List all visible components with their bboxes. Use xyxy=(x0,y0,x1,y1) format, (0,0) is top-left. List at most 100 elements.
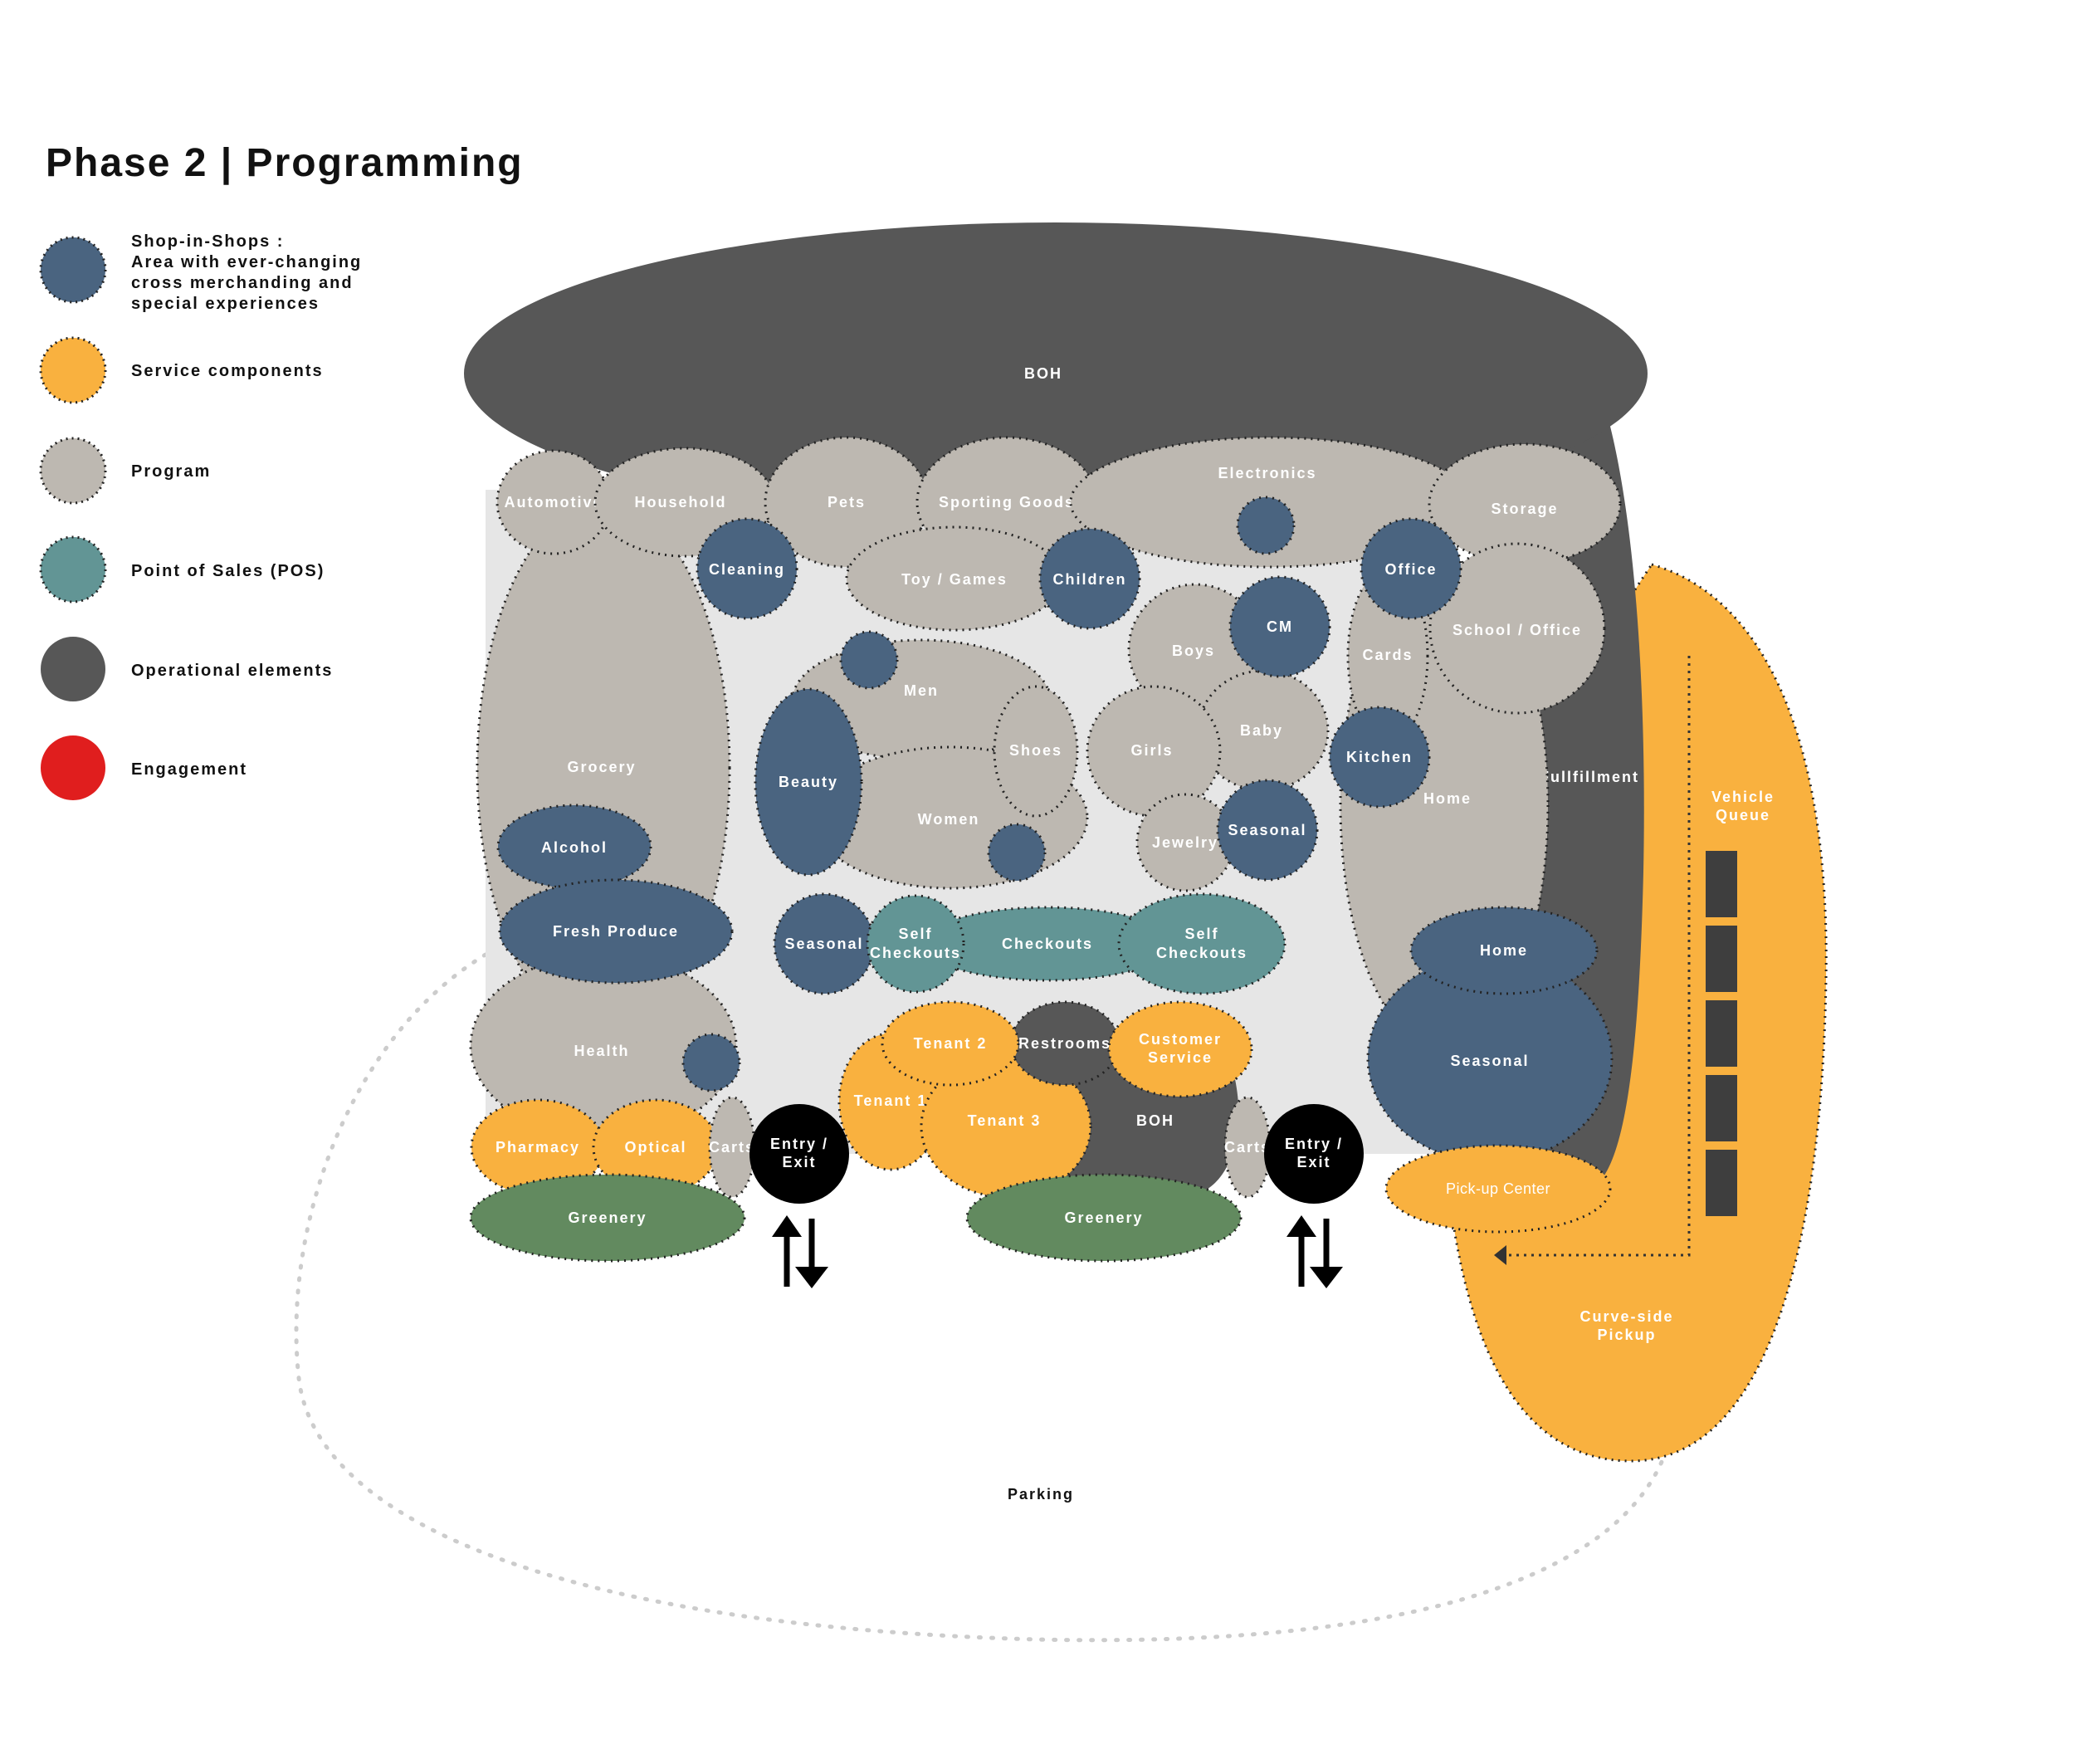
entry-arrows-right-icon xyxy=(1286,1215,1343,1288)
boys-label: Boys xyxy=(1172,643,1215,659)
seasonal-right-label: Seasonal xyxy=(1228,822,1306,838)
legend-swatch-service xyxy=(39,336,107,404)
customer-service-label-1: Customer xyxy=(1139,1031,1222,1048)
home-shop-label: Home xyxy=(1480,942,1528,959)
pickup-route-arrow xyxy=(1494,1245,1506,1265)
cleaning-shop xyxy=(696,517,798,620)
children-label: Children xyxy=(1052,571,1126,588)
legend-label-shop-in-shops-2: Area with ever-changing xyxy=(131,253,362,271)
jewelry-label: Jewelry xyxy=(1152,834,1218,851)
cm-label: CM xyxy=(1267,618,1293,635)
school-office-label: School / Office xyxy=(1452,622,1582,638)
entry-exit-left-label-2: Exit xyxy=(782,1154,816,1170)
greenery-left xyxy=(469,1173,746,1263)
parking-boundary xyxy=(294,952,1671,1643)
fulfillment-label: Fullfillment xyxy=(1540,769,1639,785)
page-title: Phase 2 | Programming xyxy=(46,141,524,185)
legend-label-operational: Operational elements xyxy=(131,662,333,680)
queue-vehicle xyxy=(1706,1000,1737,1067)
alcohol-label: Alcohol xyxy=(541,839,608,856)
vehicle-queue-label-2: Queue xyxy=(1716,807,1770,823)
entry-exit-left[interactable] xyxy=(749,1104,849,1204)
men-shop xyxy=(839,630,899,690)
greenery-right xyxy=(965,1173,1243,1263)
queue-vehicle xyxy=(1706,1075,1737,1141)
beauty-shop xyxy=(754,687,863,877)
seasonal-pos-label: Seasonal xyxy=(784,936,863,952)
vehicle-queue-label-1: Vehicle xyxy=(1711,789,1775,805)
legend-swatch-pos xyxy=(39,535,107,603)
legend-label-pos: Point of Sales (POS) xyxy=(131,562,325,580)
boh-top-label: BOH xyxy=(1024,365,1062,382)
pickup-route-line xyxy=(1506,656,1691,1257)
queue-vehicle xyxy=(1706,926,1737,992)
legend-label-shop-in-shops-3: cross merchanding and xyxy=(131,274,354,292)
greenery-left-label: Greenery xyxy=(568,1209,647,1226)
entry-exit-right-label-1: Entry / xyxy=(1285,1136,1343,1152)
self-checkouts-right-pos xyxy=(1117,892,1286,995)
greenery-right-label: Greenery xyxy=(1064,1209,1143,1226)
tenant-2-label: Tenant 2 xyxy=(914,1035,988,1052)
storage-label: Storage xyxy=(1491,501,1558,517)
women-label: Women xyxy=(918,811,980,828)
legend-label-service: Service components xyxy=(131,362,324,380)
self-checkouts-left-label-2: Checkouts xyxy=(870,945,961,961)
storage-zone xyxy=(1428,442,1622,565)
pets-label: Pets xyxy=(828,494,866,511)
tenant-1-label: Tenant 1 xyxy=(854,1092,928,1109)
carts-right-label: Carts xyxy=(1224,1139,1271,1156)
self-checkouts-right-label-1: Self xyxy=(1184,926,1218,942)
fresh-produce-label: Fresh Produce xyxy=(553,923,679,940)
home-shop xyxy=(1409,906,1599,995)
self-checkouts-left-label-1: Self xyxy=(898,926,932,942)
boh-bottom-label: BOH xyxy=(1136,1112,1174,1129)
seasonal-big-label: Seasonal xyxy=(1450,1053,1529,1069)
sporting-goods-label: Sporting Goods xyxy=(939,494,1075,511)
legend-label-shop-in-shops-4: special experiences xyxy=(131,295,320,313)
health-shop xyxy=(681,1033,741,1092)
electronics-label: Electronics xyxy=(1218,465,1316,481)
grocery-label: Grocery xyxy=(567,759,636,775)
legend-swatch-program xyxy=(39,437,107,505)
restrooms-label: Restrooms xyxy=(1018,1035,1111,1052)
tenant-3-label: Tenant 3 xyxy=(968,1112,1042,1129)
shoes-label: Shoes xyxy=(1009,742,1062,759)
household-label: Household xyxy=(635,494,727,511)
curbside-pickup-label-1: Curve-side xyxy=(1579,1308,1673,1325)
toy-games-label: Toy / Games xyxy=(901,571,1008,588)
girls-label: Girls xyxy=(1130,742,1173,759)
legend-swatch-shop-in-shops xyxy=(39,236,107,304)
girls-zone xyxy=(1086,685,1222,818)
shoes-zone xyxy=(993,685,1079,818)
entry-exit-right-label-2: Exit xyxy=(1296,1154,1330,1170)
legend-label-engagement: Engagement xyxy=(131,760,247,779)
vehicle-queue xyxy=(1706,851,1737,1216)
office-label: Office xyxy=(1384,561,1437,578)
pickup-center-label: Pick-up Center xyxy=(1446,1180,1550,1197)
optical-label: Optical xyxy=(624,1139,686,1156)
pharmacy-label: Pharmacy xyxy=(496,1139,580,1156)
carts-left-label: Carts xyxy=(709,1139,755,1156)
school-office-zone xyxy=(1428,542,1606,715)
seasonal-right-shop xyxy=(1216,779,1319,882)
entry-exit-left-label-1: Entry / xyxy=(770,1136,828,1152)
fresh-produce-shop xyxy=(498,878,734,985)
self-checkouts-right-label-2: Checkouts xyxy=(1156,945,1247,961)
baby-label: Baby xyxy=(1240,722,1283,739)
checkouts-label: Checkouts xyxy=(1002,936,1093,952)
legend-label-shop-in-shops-1: Shop-in-Shops : xyxy=(131,232,284,251)
women-shop xyxy=(987,823,1047,882)
electronics-shop xyxy=(1236,496,1296,555)
queue-vehicle xyxy=(1706,1150,1737,1216)
entry-exit-right[interactable] xyxy=(1264,1104,1364,1204)
legend-label-program: Program xyxy=(131,462,211,481)
legend-swatch-engagement xyxy=(41,735,105,800)
cleaning-label: Cleaning xyxy=(709,561,785,578)
legend: Shop-in-Shops : Area with ever-changing … xyxy=(39,232,362,800)
parking-label: Parking xyxy=(1008,1486,1074,1503)
customer-service xyxy=(1107,1000,1253,1098)
cards-label: Cards xyxy=(1362,647,1413,663)
men-label: Men xyxy=(904,682,939,699)
tenant-2-service xyxy=(881,1000,1020,1087)
